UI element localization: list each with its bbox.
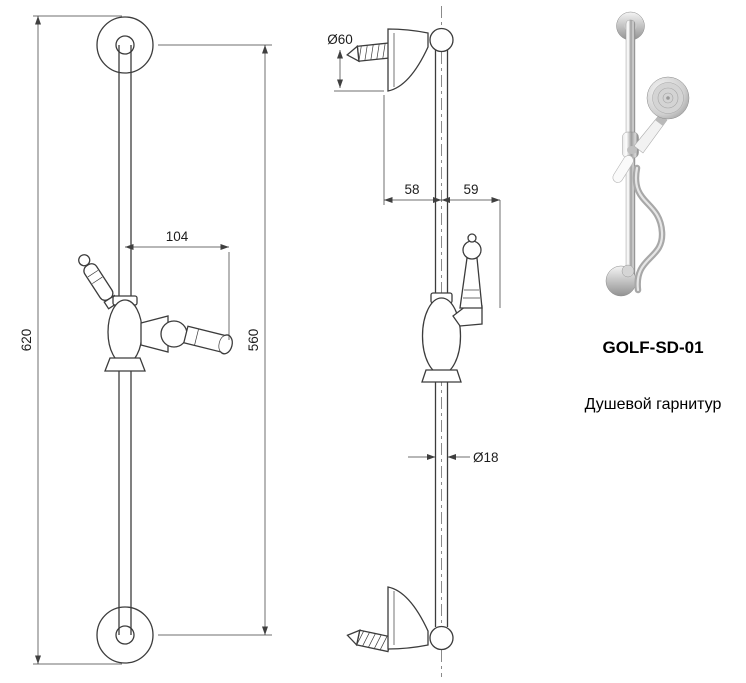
side-top-bracket [346,27,454,92]
front-dim-overall: 620 [19,15,122,665]
photo-handle-collar [655,114,667,126]
side-view-drawing: Ø60 58 59 Ø18 [327,6,501,677]
side-dim-bar-diameter: Ø18 [408,450,499,465]
front-view-drawing: 620 104 560 [19,15,272,665]
dim-label-d60: Ø60 [327,32,353,47]
photo-handle-joint [627,146,637,154]
photo-hand-shower [627,76,690,154]
dim-label-d18: Ø18 [473,450,499,465]
side-slider-assembly [421,233,483,383]
photo-hose [632,164,666,294]
product-code: GOLF-SD-01 [602,338,704,357]
dim-label-104: 104 [166,229,189,244]
front-slider-assembly [78,254,233,372]
product-photo [605,11,690,297]
front-dim-bar: 560 [158,44,272,636]
product-name: Душевой гарнитур [584,396,722,413]
dim-label-620: 620 [19,329,34,352]
wall-screw-top [346,42,392,63]
front-top-flange [96,16,154,74]
dim-label-58: 58 [404,182,419,197]
photo-lever [612,155,634,183]
front-holder-arm [183,325,233,355]
photo-bottom-ball [621,264,635,278]
dim-label-560: 560 [246,329,261,352]
side-dim-offsets: 58 59 [383,95,501,308]
front-bottom-flange [96,606,154,664]
side-dim-flange: Ø60 [327,32,384,92]
wall-screw-bottom [346,629,392,653]
front-dim-holder: 104 [125,229,230,340]
dim-label-59: 59 [463,182,478,197]
front-lever-handle [78,254,120,310]
side-bottom-bracket [346,586,454,653]
